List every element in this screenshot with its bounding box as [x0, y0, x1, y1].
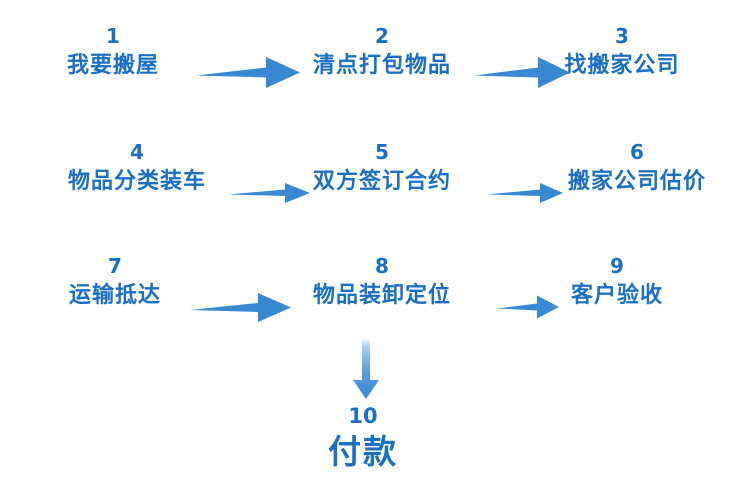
- arrow-5-to-6-icon: [487, 181, 563, 205]
- step-label: 找搬家公司: [564, 53, 680, 78]
- arrow-4-to-5-icon: [228, 181, 310, 205]
- step-node-2[interactable]: 2 清点打包物品: [313, 26, 451, 77]
- step-number: 6: [630, 140, 644, 164]
- step-label: 物品装卸定位: [312, 283, 452, 308]
- step-number: 7: [108, 254, 122, 278]
- arrow-7-to-8-icon: [190, 292, 291, 324]
- step-label: 物品分类装车: [67, 169, 207, 194]
- step-node-3[interactable]: 3 找搬家公司: [564, 26, 679, 77]
- step-node-5[interactable]: 5 双方签订合约: [313, 142, 451, 193]
- step-node-7[interactable]: 7 运输抵达: [69, 256, 161, 307]
- arrow-1-to-2-icon: [196, 56, 300, 90]
- step-node-4[interactable]: 4 物品分类装车: [68, 142, 206, 193]
- step-label: 清点打包物品: [312, 53, 452, 78]
- step-label: 运输抵达: [68, 283, 162, 308]
- step-node-6[interactable]: 6 搬家公司估价: [568, 142, 706, 193]
- step-label: 付款: [328, 432, 398, 471]
- step-node-1[interactable]: 1 我要搬屋: [67, 26, 159, 77]
- step-node-9[interactable]: 9 客户验收: [571, 256, 663, 307]
- arrow-8-to-9-icon: [497, 294, 559, 320]
- arrow-8-to-10-icon: [348, 338, 384, 400]
- step-node-8[interactable]: 8 物品装卸定位: [313, 256, 451, 307]
- step-number: 10: [348, 404, 378, 428]
- step-node-10[interactable]: 10 付款: [328, 404, 398, 471]
- step-number: 8: [375, 254, 389, 278]
- step-number: 2: [375, 24, 389, 48]
- step-number: 1: [106, 24, 120, 48]
- step-label: 客户验收: [570, 283, 664, 308]
- step-label: 我要搬屋: [66, 53, 160, 78]
- step-label: 搬家公司估价: [567, 169, 707, 194]
- step-number: 3: [615, 24, 629, 48]
- bottom-crop-edge: [0, 494, 750, 500]
- arrow-2-to-3-icon: [474, 56, 570, 90]
- step-number: 5: [375, 140, 389, 164]
- step-number: 4: [130, 140, 144, 164]
- step-label: 双方签订合约: [312, 169, 452, 194]
- step-number: 9: [610, 254, 624, 278]
